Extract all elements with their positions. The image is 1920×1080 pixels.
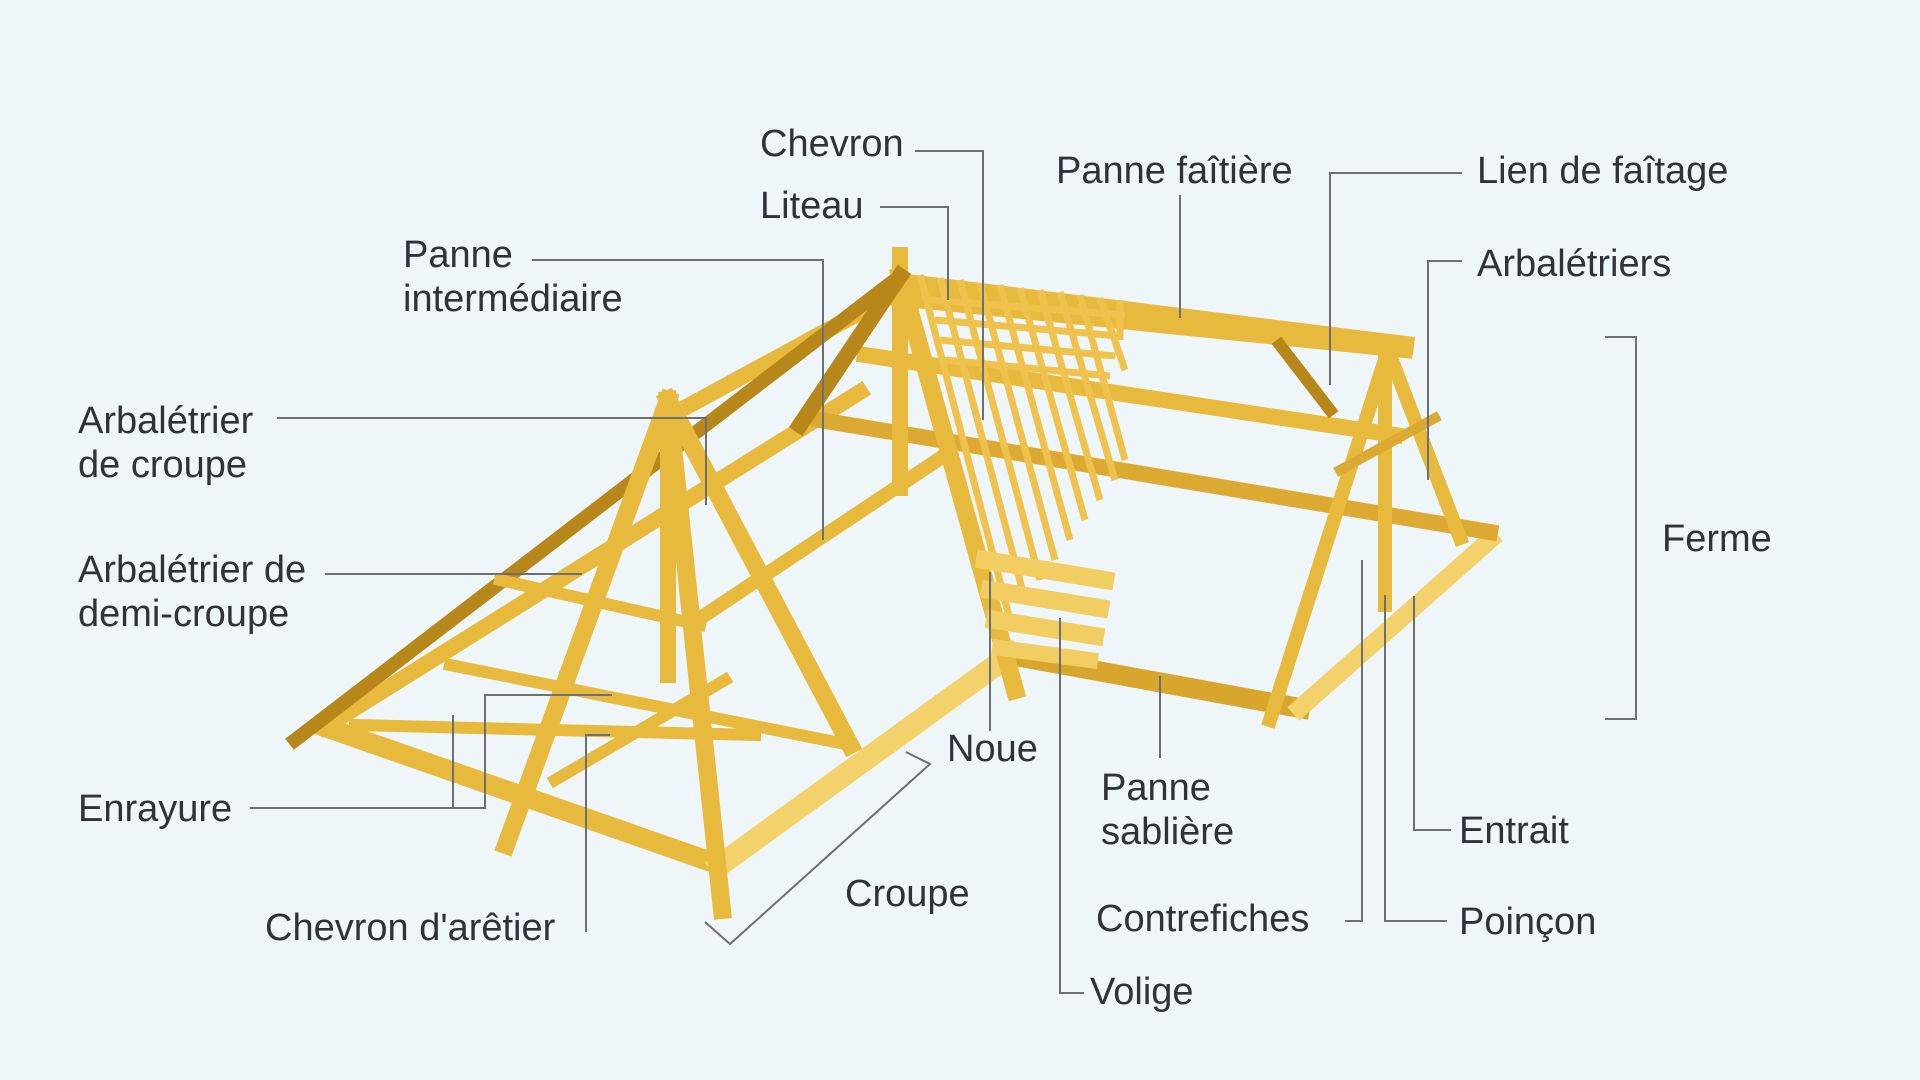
label-croupe: Croupe [845,873,970,915]
enrayure-frame [348,445,955,789]
label-noue: Noue [947,728,1038,770]
label-arbaletriers: Arbalétriers [1477,243,1672,285]
leader-lines [250,150,1637,994]
label-arbaletrier-demi-croupe: Arbalétrier de demi-croupe [78,549,307,635]
label-enrayure: Enrayure [78,788,233,830]
roof-framework [285,247,1503,920]
label-lien-de-faitage: Lien de faîtage [1477,150,1729,192]
rear-truss [1261,336,1470,729]
label-volige: Volige [1090,971,1194,1013]
label-chevron-arretier: Chevron d'arêtier [265,907,556,949]
label-panne-intermediaire: Panne intermédiaire [403,234,623,320]
label-entrait: Entrait [1459,810,1569,852]
label-panne-faitiere: Panne faîtière [1056,150,1293,192]
label-panne-sabliere: Panne sablière [1101,767,1235,853]
label-ferme: Ferme [1662,518,1772,560]
label-arbaletrier-de-croupe: Arbalétrier de croupe [78,400,254,486]
label-contrefiches: Contrefiches [1096,898,1310,940]
volige-boards [974,549,1116,669]
label-poincon: Poinçon [1459,901,1597,943]
label-liteau: Liteau [760,185,864,227]
label-chevron: Chevron [760,123,904,165]
